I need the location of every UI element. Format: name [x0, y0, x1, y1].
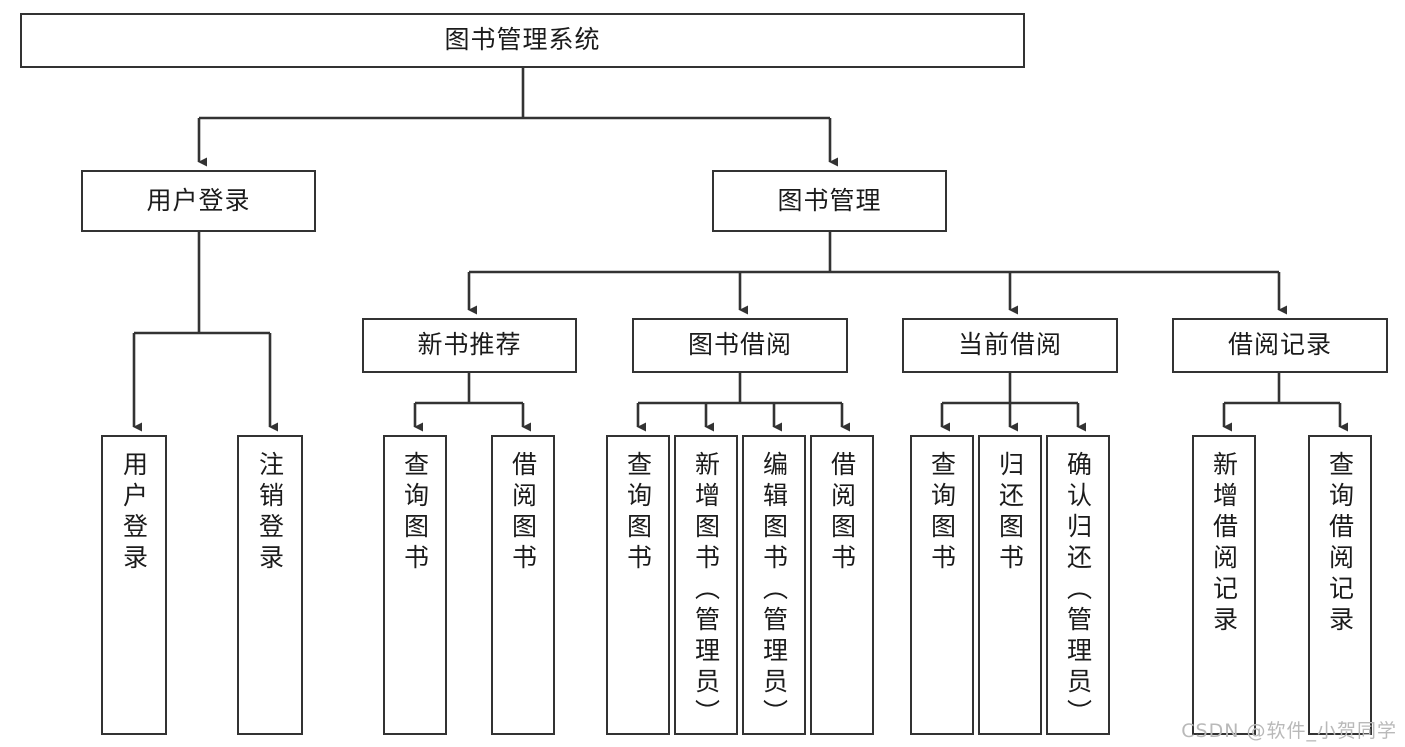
node-borrow-record-label: 借阅记录 — [1227, 330, 1332, 360]
node-book-borrow-label: 图书借阅 — [687, 330, 792, 360]
leaf-add-book-admin[interactable]: 新增图书（管理员） — [674, 435, 738, 735]
node-book-management-label: 图书管理 — [777, 185, 882, 215]
leaf-return-book-label: 归还图书 — [995, 451, 1025, 575]
leaf-borrow-book-label: 借阅图书 — [827, 451, 857, 575]
leaf-return-book[interactable]: 归还图书 — [978, 435, 1042, 735]
leaf-add-borrow-record-label: 新增借阅记录 — [1209, 451, 1239, 637]
node-borrow-record[interactable]: 借阅记录 — [1172, 318, 1388, 373]
leaf-query-book-current-label: 查询图书 — [927, 451, 957, 575]
leaf-query-borrow-record-label: 查询借阅记录 — [1325, 451, 1355, 637]
node-new-book-recommend[interactable]: 新书推荐 — [362, 318, 577, 373]
leaf-query-book-current[interactable]: 查询图书 — [910, 435, 974, 735]
node-root[interactable]: 图书管理系统 — [20, 13, 1025, 68]
leaf-edit-book-admin[interactable]: 编辑图书（管理员） — [742, 435, 806, 735]
leaf-query-book-recommend[interactable]: 查询图书 — [383, 435, 447, 735]
leaf-logout[interactable]: 注销登录 — [237, 435, 303, 735]
node-new-book-recommend-label: 新书推荐 — [417, 330, 522, 360]
node-root-label: 图书管理系统 — [444, 25, 601, 55]
node-current-borrow[interactable]: 当前借阅 — [902, 318, 1118, 373]
leaf-confirm-return-admin[interactable]: 确认归还（管理员） — [1046, 435, 1110, 735]
node-book-borrow[interactable]: 图书借阅 — [632, 318, 848, 373]
leaf-borrow-book-recommend-label: 借阅图书 — [508, 451, 538, 575]
leaf-logout-label: 注销登录 — [255, 451, 285, 575]
leaf-add-borrow-record[interactable]: 新增借阅记录 — [1192, 435, 1256, 735]
leaf-edit-book-admin-label: 编辑图书（管理员） — [759, 451, 789, 730]
watermark-text: CSDN @软件_小贺同学 — [1181, 720, 1397, 742]
leaf-add-book-admin-label: 新增图书（管理员） — [691, 451, 721, 730]
leaf-user-login-label: 用户登录 — [119, 451, 149, 575]
node-user-login[interactable]: 用户登录 — [81, 170, 316, 232]
leaf-confirm-return-admin-label: 确认归还（管理员） — [1063, 451, 1093, 730]
node-book-management[interactable]: 图书管理 — [712, 170, 947, 232]
leaf-borrow-book-recommend[interactable]: 借阅图书 — [491, 435, 555, 735]
leaf-borrow-book[interactable]: 借阅图书 — [810, 435, 874, 735]
leaf-query-book-recommend-label: 查询图书 — [400, 451, 430, 575]
node-current-borrow-label: 当前借阅 — [957, 330, 1062, 360]
leaf-query-book-borrow[interactable]: 查询图书 — [606, 435, 670, 735]
leaf-query-book-borrow-label: 查询图书 — [623, 451, 653, 575]
node-user-login-label: 用户登录 — [146, 185, 251, 215]
leaf-query-borrow-record[interactable]: 查询借阅记录 — [1308, 435, 1372, 735]
leaf-user-login[interactable]: 用户登录 — [101, 435, 167, 735]
